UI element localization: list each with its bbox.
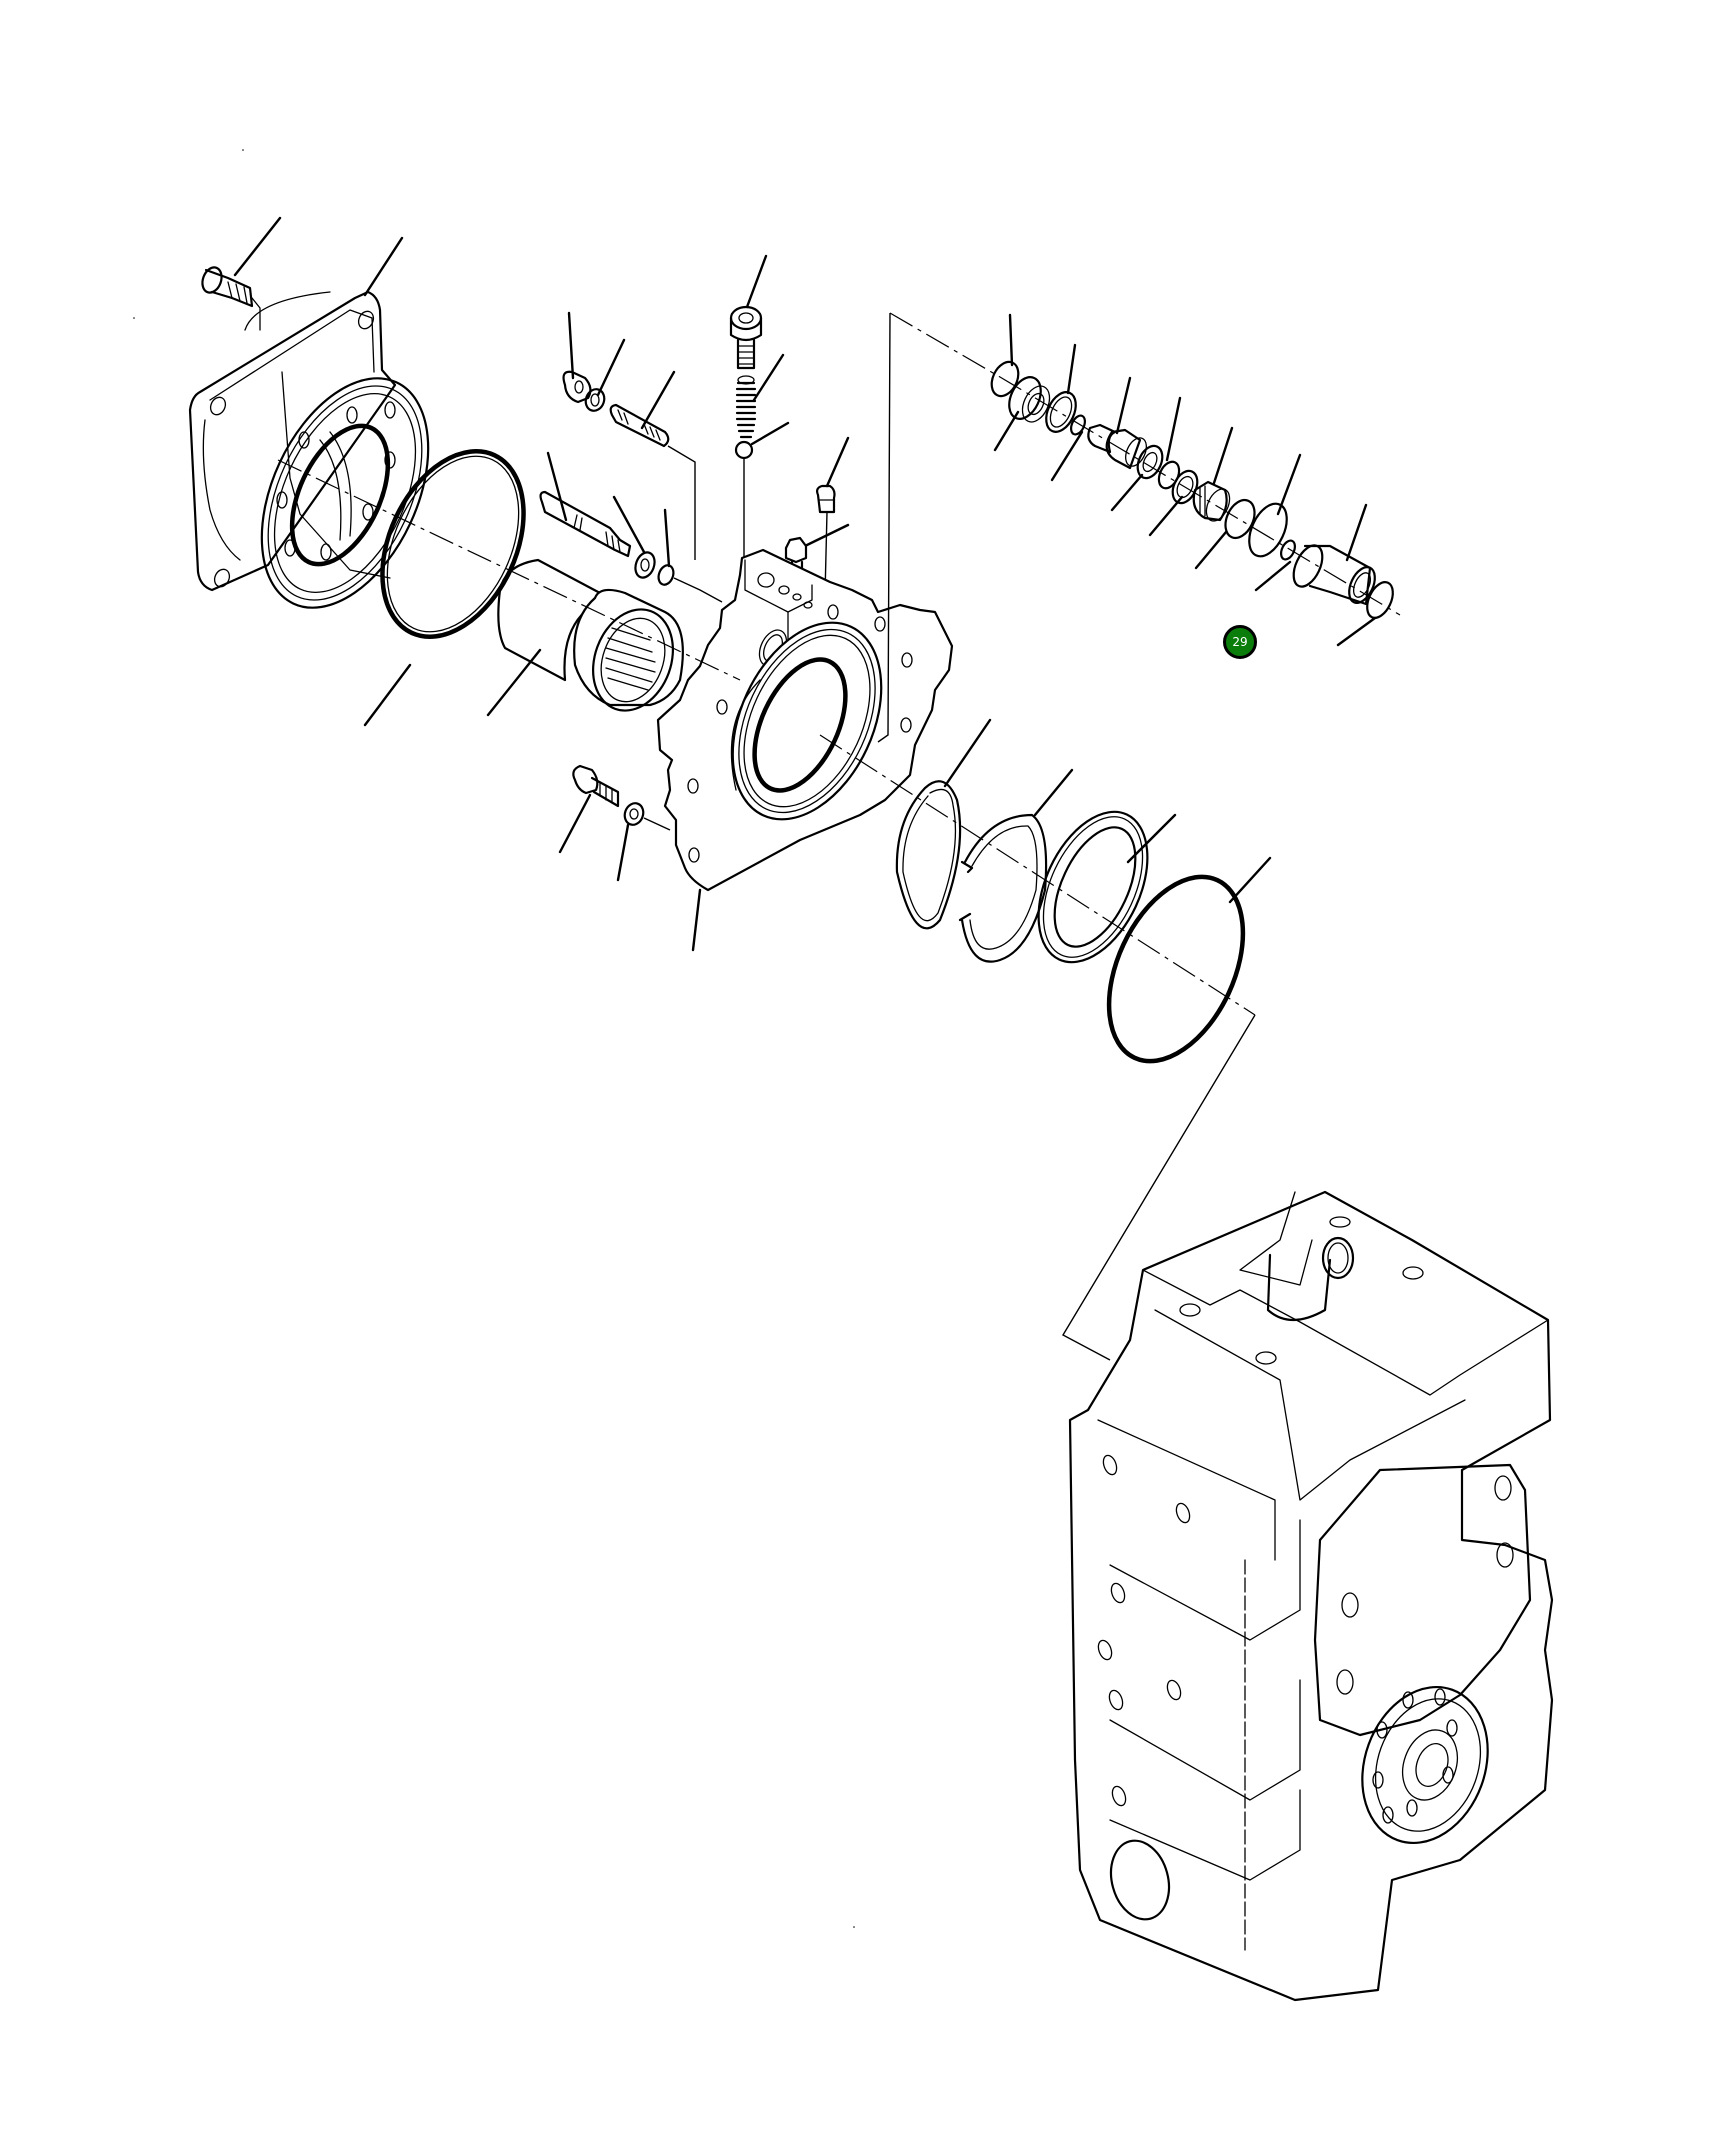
housing-bolt — [572, 764, 620, 808]
transmission-case — [1068, 1190, 1554, 2002]
spool-small-ring — [1070, 414, 1086, 436]
pump-housing — [656, 548, 954, 892]
snap-ring-2 — [958, 813, 1048, 963]
center-axis-lines — [277, 312, 1401, 1361]
housing-washer — [623, 802, 671, 831]
spool-ring-4 — [1248, 502, 1288, 558]
large-o-ring-left — [380, 449, 526, 639]
pin-washer — [634, 551, 656, 579]
stud-nut — [562, 370, 592, 404]
spool-washer — [1045, 391, 1077, 433]
shaft-pin — [539, 490, 632, 558]
spool-end-ring — [1366, 581, 1394, 619]
stud — [609, 403, 696, 560]
spool-ring-2 — [1192, 480, 1231, 522]
pin-seal — [657, 564, 723, 603]
cover-bolt — [201, 266, 261, 331]
scan-speck — [242, 149, 244, 151]
needle-bearing-sleeve — [497, 558, 684, 712]
spool — [1087, 423, 1147, 470]
flange-cover — [188, 290, 430, 609]
spool-seal — [1136, 444, 1164, 480]
leader-lines — [233, 216, 1377, 952]
thrust-washer — [1037, 810, 1149, 964]
spool-ring-1 — [990, 360, 1020, 398]
scan-speck — [853, 1926, 855, 1928]
spool-sleeve — [1292, 544, 1376, 606]
stud-washer — [584, 388, 606, 412]
callout-badge-29[interactable]: 29 — [1223, 625, 1257, 659]
scan-speck — [133, 317, 135, 319]
spool-small-ring-2 — [1280, 539, 1296, 561]
relief-plug-bolt — [729, 305, 763, 370]
o-ring-right — [1106, 874, 1246, 1064]
snap-ring-1 — [895, 780, 962, 930]
spool-assembly — [990, 360, 1394, 619]
relief-ball — [734, 440, 754, 575]
relief-spring — [735, 375, 757, 439]
